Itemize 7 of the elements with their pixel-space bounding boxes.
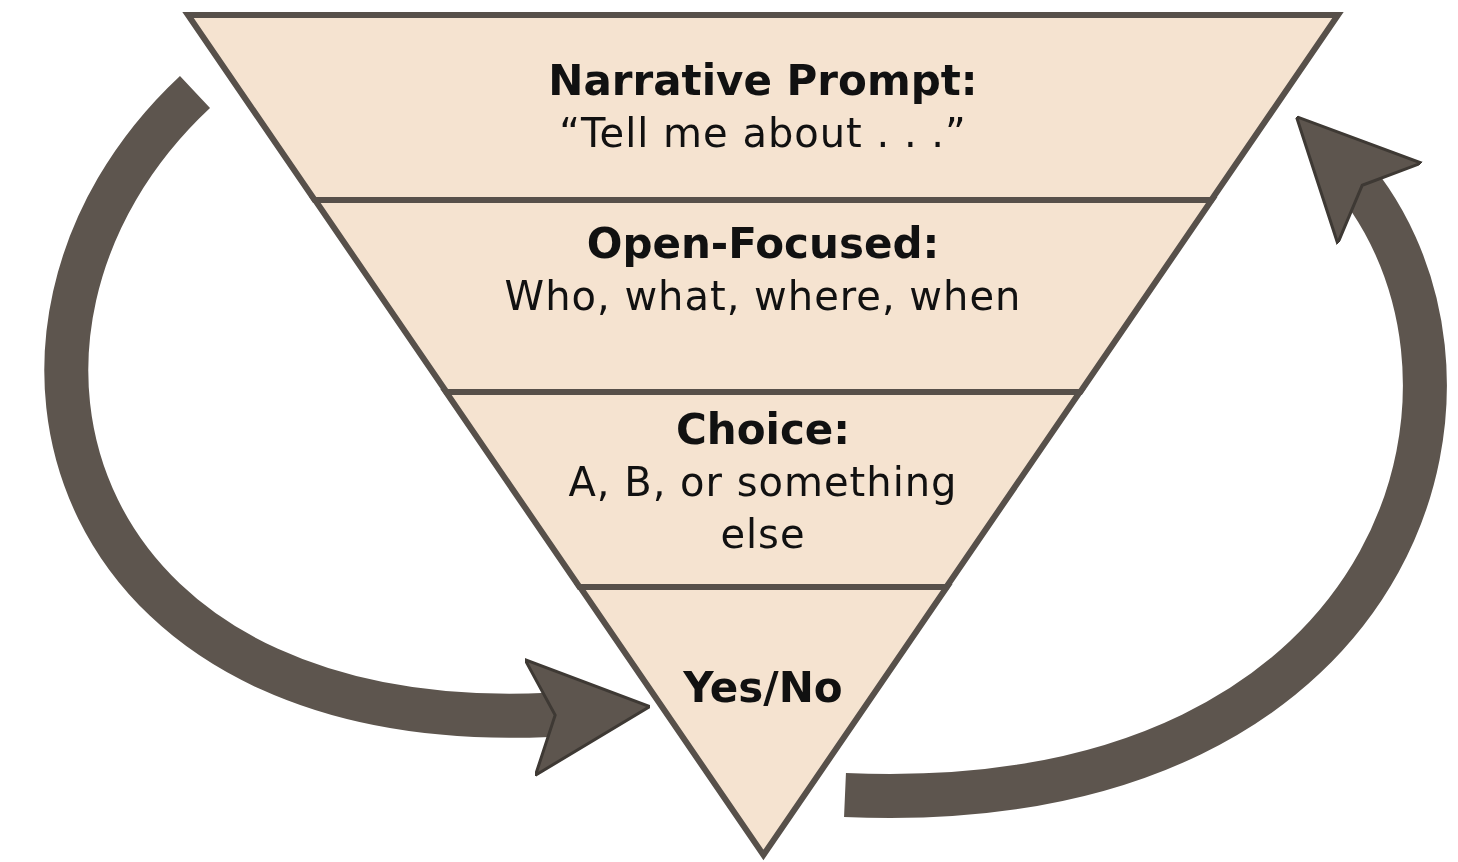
band-text: “Tell me about . . .” (559, 109, 967, 158)
band-heading: Open-Focused: (586, 218, 940, 270)
band-text: Who, what, where, when (504, 272, 1022, 321)
band-heading: Yes/No (683, 662, 843, 714)
band-heading: Choice: (675, 404, 851, 456)
band-heading: Narrative Prompt: (548, 55, 978, 107)
band-text: A, B, or something else (567, 458, 959, 559)
